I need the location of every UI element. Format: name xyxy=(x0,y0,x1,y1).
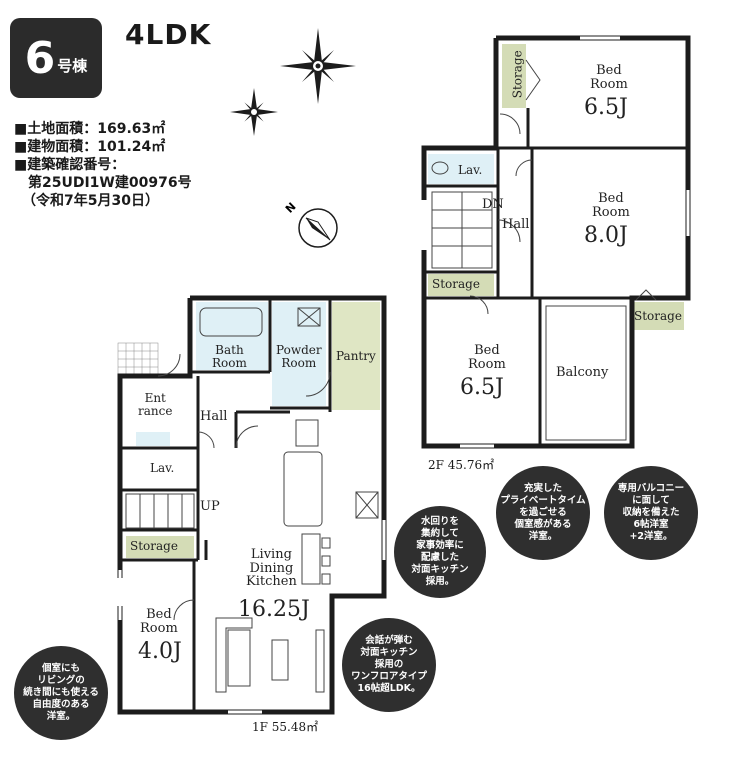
building-badge: 6 号棟 xyxy=(10,18,102,98)
bubble-line: 続き間にも使える xyxy=(23,687,99,698)
bubble-line: 洋室。 xyxy=(46,711,76,722)
bubble-line: 家事効率に xyxy=(416,540,464,551)
storage-label-1f: Storage xyxy=(130,539,178,553)
floor2-plan xyxy=(421,35,691,449)
building-suffix: 号棟 xyxy=(57,56,88,75)
balcony-label: Balcony xyxy=(556,365,609,380)
callout-bubble: 会話が弾む 対面キッチン 採用の ワンフロアタイプ 16帖超LDK。 xyxy=(342,618,436,712)
bubble-line: 個室感がある xyxy=(514,519,572,530)
callout-bubble: 水回りを 集約して 家事効率に 配慮した 対面キッチン 採用。 xyxy=(394,506,486,598)
bath-room-label: Bath Room xyxy=(212,344,247,369)
building-number: 6 xyxy=(24,32,56,84)
bed-label-line: Room xyxy=(468,356,506,372)
bed-label-line: Bed xyxy=(474,343,500,358)
ldk-label-line: Dining xyxy=(249,560,294,576)
bubble-line: 配慮した xyxy=(420,552,459,563)
compass-star-icon xyxy=(280,28,356,104)
storage-label-2f-right: Storage xyxy=(634,309,682,323)
floor1-plan xyxy=(117,295,387,715)
compass-star-icon xyxy=(230,88,278,136)
plan-type: 4LDK xyxy=(125,18,212,51)
entrance-label-line: rance xyxy=(138,403,173,418)
confirmation-number: 第25UDI1W建00976号 xyxy=(28,175,192,191)
bubble-line: 収納を備えた xyxy=(622,507,680,518)
callout-bubble: 個室にも リビングの 続き間にも使える 自由度のある 洋室。 xyxy=(14,646,108,740)
bubble-line: 採用の xyxy=(374,659,404,670)
bubble-line: 充実した xyxy=(523,483,562,494)
bubble-line: プライベートタイム xyxy=(500,495,586,506)
ldk-size: 16.25J xyxy=(238,597,310,622)
ldk-label-line: Living xyxy=(250,547,292,562)
hall-label-1f: Hall xyxy=(200,409,228,424)
bed-label-line: Bed xyxy=(598,191,624,206)
ldk-label: Living Dining Kitchen xyxy=(246,548,297,589)
ldk-label-line: Kitchen xyxy=(246,574,297,590)
land-area: ■土地面積：169.63㎡ xyxy=(14,121,166,137)
bubble-line: 6帖洋室 xyxy=(633,519,669,530)
powder-label-line: Powder xyxy=(276,343,322,357)
bed-room-1f-size: 4.0J xyxy=(138,639,182,664)
bed-room-left-label: Bed Room xyxy=(468,344,506,371)
bubble-line: 集約して xyxy=(421,528,459,539)
floor1-area: 1F 55.48㎡ xyxy=(252,720,319,734)
entrance-label: Ent rance xyxy=(138,392,172,417)
dn-label: DN xyxy=(482,197,504,212)
bubble-line: 対面キッチン xyxy=(411,564,469,575)
lav-label-1f: Lav. xyxy=(150,461,175,475)
bubble-line: 会話が弾む xyxy=(365,635,413,646)
entrance-label-line: Ent xyxy=(144,391,166,405)
bubble-line: 自由度のある xyxy=(32,699,90,710)
bath-label-line: Room xyxy=(212,355,247,370)
bubble-line: 水回りを xyxy=(420,516,459,527)
bubble-line: +2洋室。 xyxy=(629,531,673,542)
confirmation-date: （令和7年5月30日） xyxy=(22,193,159,209)
bed-room-1f-label: Bed Room xyxy=(140,608,178,635)
bed-label-line: Room xyxy=(590,76,628,92)
bed-label-line: Room xyxy=(140,620,178,636)
bed-room-top-label: Bed Room xyxy=(590,64,628,91)
bed-label-line: Bed xyxy=(596,63,622,78)
bubble-line: ワンフロアタイプ xyxy=(351,671,427,682)
confirmation-label: ■建築確認番号： xyxy=(14,157,126,173)
storage-label-2f-mid: Storage xyxy=(432,277,480,291)
bubble-line: を過ごせる xyxy=(519,507,567,518)
bubble-line: リビングの xyxy=(37,675,85,686)
pantry-label: Pantry xyxy=(336,349,376,363)
building-area: ■建物面積：101.24㎡ xyxy=(14,139,166,155)
bubble-line: 専用バルコニー xyxy=(617,483,685,494)
bubble-line: 対面キッチン xyxy=(360,647,418,658)
bubble-line: 採用。 xyxy=(425,576,455,587)
bubble-line: 16帖超LDK。 xyxy=(357,683,421,694)
north-arrow-icon xyxy=(298,208,338,248)
up-label: UP xyxy=(200,499,220,514)
callout-bubble: 専用バルコニー に面して 収納を備えた 6帖洋室 +2洋室。 xyxy=(604,466,698,560)
bed-room-top-size: 6.5J xyxy=(584,95,628,120)
bed-label-line: Bed xyxy=(146,607,172,622)
bath-label-line: Bath xyxy=(215,343,244,357)
bubble-line: に面して xyxy=(632,495,670,506)
bubble-line: 個室にも xyxy=(41,663,80,674)
bed-room-right-label: Bed Room xyxy=(592,192,630,219)
callout-bubble: 充実した プライベートタイム を過ごせる 個室感がある 洋室。 xyxy=(496,466,590,560)
bed-label-line: Room xyxy=(592,204,630,220)
powder-label-line: Room xyxy=(281,355,317,370)
storage-label-2f-top: Storage xyxy=(510,50,525,99)
powder-room-label: Powder Room xyxy=(276,344,322,369)
bed-room-right-size: 8.0J xyxy=(584,223,628,248)
hall-label-2f: Hall xyxy=(502,217,530,232)
bed-room-left-size: 6.5J xyxy=(460,375,504,400)
floor2-area: 2F 45.76㎡ xyxy=(428,458,495,472)
bubble-line: 洋室。 xyxy=(528,531,558,542)
lav-label-2f: Lav. xyxy=(458,163,483,177)
